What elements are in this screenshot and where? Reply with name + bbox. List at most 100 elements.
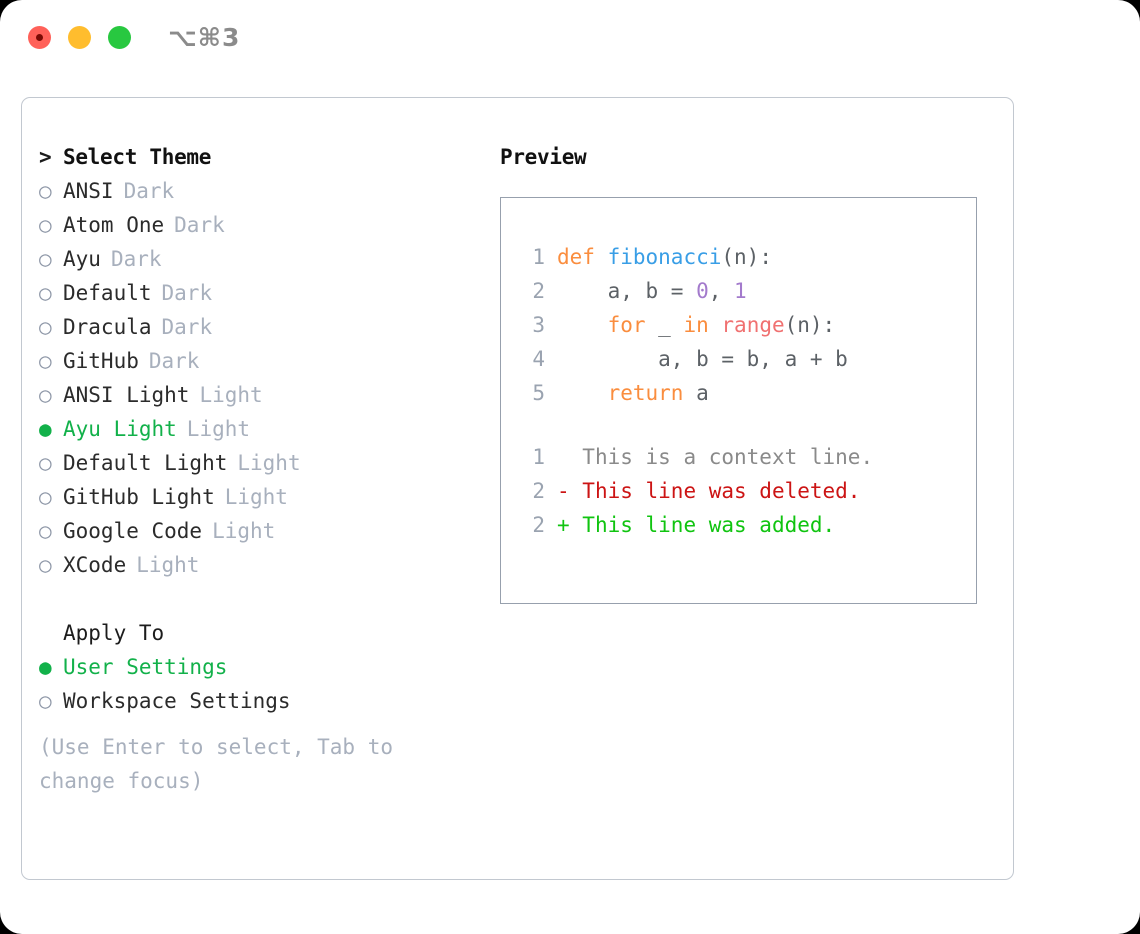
radio-selected-icon[interactable]: ● bbox=[39, 417, 52, 441]
code-token: (n): bbox=[784, 313, 836, 337]
theme-list-item[interactable]: ○ Google Code Light bbox=[39, 514, 479, 548]
radio-unselected-icon[interactable]: ○ bbox=[39, 383, 52, 407]
diff-sign bbox=[557, 445, 570, 469]
theme-variant-badge: Light bbox=[199, 383, 263, 407]
theme-variant-badge: Light bbox=[212, 519, 276, 543]
apply-to-item[interactable]: ●User Settings bbox=[39, 650, 479, 684]
blank-marker-icon: ○ bbox=[39, 616, 63, 650]
apply-to-header-label: Apply To bbox=[63, 621, 165, 645]
code-token: range bbox=[721, 313, 785, 337]
theme-name: GitHub bbox=[63, 349, 139, 373]
diff-line: 2- This line was deleted. bbox=[521, 474, 976, 508]
code-token: in bbox=[683, 313, 709, 337]
radio-unselected-icon[interactable]: ○ bbox=[39, 451, 52, 475]
code-token: a bbox=[683, 381, 709, 405]
theme-variant-badge: Light bbox=[186, 417, 251, 441]
line-number: 4 bbox=[532, 347, 545, 371]
code-token bbox=[709, 313, 722, 337]
code-token: , bbox=[708, 279, 735, 303]
select-theme-header-label: Select Theme bbox=[63, 145, 212, 169]
list-spacer bbox=[39, 582, 479, 616]
radio-unselected-icon[interactable]: ○ bbox=[39, 485, 52, 509]
theme-variant-badge: Dark bbox=[110, 247, 162, 271]
code-line: 3 for _ in range(n): bbox=[521, 308, 976, 342]
code-token: 0 bbox=[696, 279, 709, 303]
theme-variant-badge: Dark bbox=[123, 179, 175, 203]
radio-unselected-icon[interactable]: ○ bbox=[39, 553, 52, 577]
code-token: for bbox=[607, 313, 646, 337]
theme-variant-badge: Dark bbox=[148, 349, 200, 373]
theme-list-item[interactable]: ○ ANSI Dark bbox=[39, 174, 479, 208]
code-line: 2 a, b = 0, 1 bbox=[521, 274, 976, 308]
code-token: _ bbox=[645, 313, 684, 337]
code-token bbox=[557, 381, 608, 405]
diff-text: This line was deleted. bbox=[569, 479, 861, 503]
radio-unselected-icon[interactable]: ○ bbox=[39, 179, 52, 203]
theme-name: Atom One bbox=[63, 213, 165, 237]
theme-list-item[interactable]: ● Ayu Light Light bbox=[39, 412, 479, 446]
diff-text: This is a context line. bbox=[569, 445, 874, 469]
zoom-window-icon[interactable] bbox=[108, 26, 131, 49]
theme-list-item[interactable]: ○ ANSI Light Light bbox=[39, 378, 479, 412]
code-token bbox=[595, 245, 608, 269]
diff-line: 2+ This line was added. bbox=[521, 508, 976, 542]
code-token: return bbox=[607, 381, 684, 405]
radio-unselected-icon[interactable]: ○ bbox=[39, 349, 52, 373]
radio-selected-icon[interactable]: ● bbox=[39, 655, 52, 679]
line-number: 3 bbox=[532, 313, 545, 337]
radio-unselected-icon[interactable]: ○ bbox=[39, 519, 52, 543]
code-token bbox=[557, 313, 608, 337]
theme-name: XCode bbox=[63, 553, 127, 577]
preview-title: Preview bbox=[500, 145, 587, 169]
radio-unselected-icon[interactable]: ○ bbox=[39, 689, 52, 713]
code-line: 5 return a bbox=[521, 376, 976, 410]
diff-sample: 1 This is a context line.2- This line wa… bbox=[521, 440, 976, 542]
theme-list-item[interactable]: ○ GitHub Dark bbox=[39, 344, 479, 378]
theme-variant-badge: Light bbox=[136, 553, 200, 577]
theme-name: ANSI bbox=[63, 179, 114, 203]
line-number: 2 bbox=[532, 279, 545, 303]
keyboard-hint: (Use Enter to select, Tab to change focu… bbox=[39, 735, 394, 793]
theme-list-item[interactable]: ○ XCode Light bbox=[39, 548, 479, 582]
theme-variant-badge: Light bbox=[237, 451, 301, 475]
theme-name: Ayu Light bbox=[63, 417, 177, 441]
radio-unselected-icon[interactable]: ○ bbox=[39, 281, 52, 305]
radio-unselected-icon[interactable]: ○ bbox=[39, 213, 52, 237]
theme-name: Google Code bbox=[63, 519, 203, 543]
theme-variant-badge: Dark bbox=[161, 281, 213, 305]
code-line: 4 a, b = b, a + b bbox=[521, 342, 976, 376]
diff-text: This line was added. bbox=[569, 513, 836, 537]
minimize-window-icon[interactable] bbox=[68, 26, 91, 49]
line-number: 1 bbox=[532, 445, 545, 469]
code-token: def bbox=[557, 245, 595, 269]
theme-list-item[interactable]: ○ Default Light Light bbox=[39, 446, 479, 480]
traffic-lights bbox=[28, 26, 131, 49]
theme-variant-badge: Light bbox=[224, 485, 288, 509]
theme-name: ANSI Light bbox=[63, 383, 190, 407]
caret-icon: > bbox=[39, 145, 52, 169]
radio-unselected-icon[interactable]: ○ bbox=[39, 247, 52, 271]
theme-list-item[interactable]: ○ Default Dark bbox=[39, 276, 479, 310]
line-number: 1 bbox=[532, 245, 545, 269]
close-window-icon[interactable] bbox=[28, 26, 51, 49]
diff-line: 1 This is a context line. bbox=[521, 440, 976, 474]
theme-name: Default Light bbox=[63, 451, 228, 475]
line-number: 2 bbox=[532, 479, 545, 503]
code-token: a, b = bbox=[557, 279, 697, 303]
line-number: 2 bbox=[532, 513, 545, 537]
radio-unselected-icon[interactable]: ○ bbox=[39, 315, 52, 339]
apply-to-item[interactable]: ○Workspace Settings bbox=[39, 684, 479, 718]
line-number: 5 bbox=[532, 381, 545, 405]
theme-name: Default bbox=[63, 281, 152, 305]
theme-variant-badge: Dark bbox=[161, 315, 213, 339]
